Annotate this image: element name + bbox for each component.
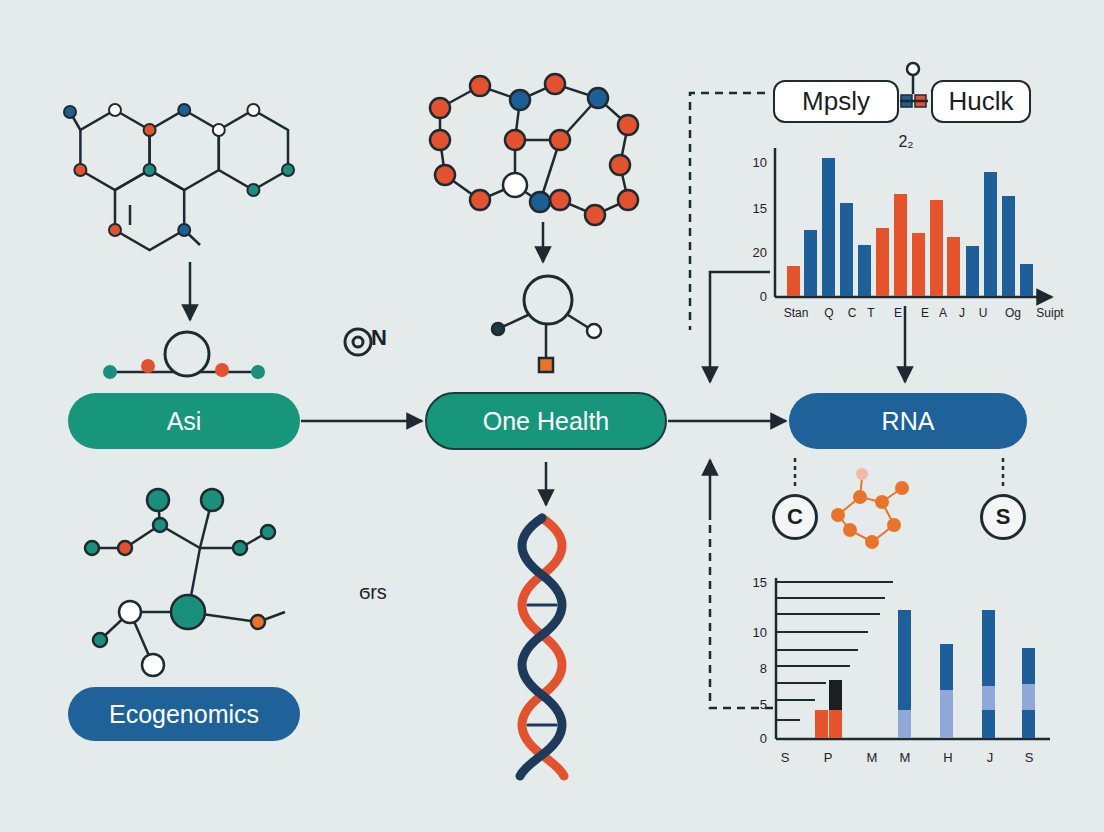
- pill-node: Ecogenomics: [68, 687, 300, 741]
- arrow: [542, 222, 545, 262]
- arrow: [545, 462, 548, 505]
- axis-tick: 0: [760, 732, 767, 745]
- node-text: C: [787, 504, 803, 530]
- ring-symbol: [345, 329, 371, 355]
- label-box: Huclk: [931, 80, 1031, 123]
- connector-arrow: [668, 420, 786, 423]
- bar-chart: [776, 578, 1050, 739]
- axis-tick: 8: [760, 662, 767, 675]
- connector-arrow: [301, 420, 422, 423]
- small-molecule: [103, 332, 265, 379]
- pill-node: RNA: [789, 393, 1027, 449]
- node-text: Asi: [167, 407, 202, 436]
- axis-category: P: [824, 751, 833, 764]
- axis-category: T: [867, 307, 874, 319]
- node-text: RNA: [882, 407, 935, 436]
- node-text: Huclk: [948, 86, 1013, 117]
- axis-category: H: [943, 751, 952, 764]
- circle-node: S: [980, 494, 1026, 540]
- axis-category: J: [987, 751, 994, 764]
- pill-node: One Health: [425, 392, 667, 450]
- symbol-label: ϭrs: [359, 582, 387, 602]
- axis-category: S: [781, 751, 790, 764]
- bar-chart: [775, 148, 1052, 297]
- circle-node: C: [772, 494, 818, 540]
- orange-molecule: [832, 468, 908, 548]
- symbol-label: N: [371, 327, 387, 349]
- axis-category: C: [848, 307, 857, 319]
- connector-arrow: [900, 100, 928, 103]
- network-molecule: [430, 74, 638, 225]
- node-text: Ecogenomics: [109, 700, 259, 729]
- subscript-label: 2₂: [898, 134, 913, 150]
- axis-tick: 0: [760, 290, 767, 303]
- branch-molecule: [85, 489, 285, 676]
- axis-tick: 5: [760, 698, 767, 711]
- label-box: Mpsly: [773, 80, 899, 123]
- axis-category: J: [959, 307, 965, 319]
- arrow: [189, 262, 192, 320]
- axis-tick: 10: [753, 156, 767, 169]
- pill-node: Asi: [68, 393, 300, 449]
- node-text: One Health: [483, 407, 609, 436]
- axis-category: E: [921, 307, 929, 319]
- axis-category: Og: [1005, 307, 1021, 319]
- node-text: S: [996, 504, 1011, 530]
- axis-tick: 15: [753, 202, 767, 215]
- axis-category: U: [979, 307, 988, 319]
- axis-category: Suipt: [1036, 307, 1063, 319]
- axis-tick: 20: [753, 246, 767, 259]
- axis-tick: 10: [753, 626, 767, 639]
- dna-helix: [520, 518, 564, 776]
- axis-tick: 15: [753, 576, 767, 589]
- small-molecule: [492, 276, 601, 372]
- atoms: [64, 104, 294, 236]
- axis-category: A: [939, 307, 947, 319]
- axis-category: M: [900, 751, 911, 764]
- axis-category: Q: [824, 307, 833, 319]
- axis-category: Stan: [784, 307, 809, 319]
- ring-molecule: [70, 110, 288, 250]
- node-text: Mpsly: [802, 86, 870, 117]
- axis-category: M: [867, 751, 878, 764]
- axis-category: E: [894, 307, 902, 319]
- axis-category: S: [1025, 751, 1034, 764]
